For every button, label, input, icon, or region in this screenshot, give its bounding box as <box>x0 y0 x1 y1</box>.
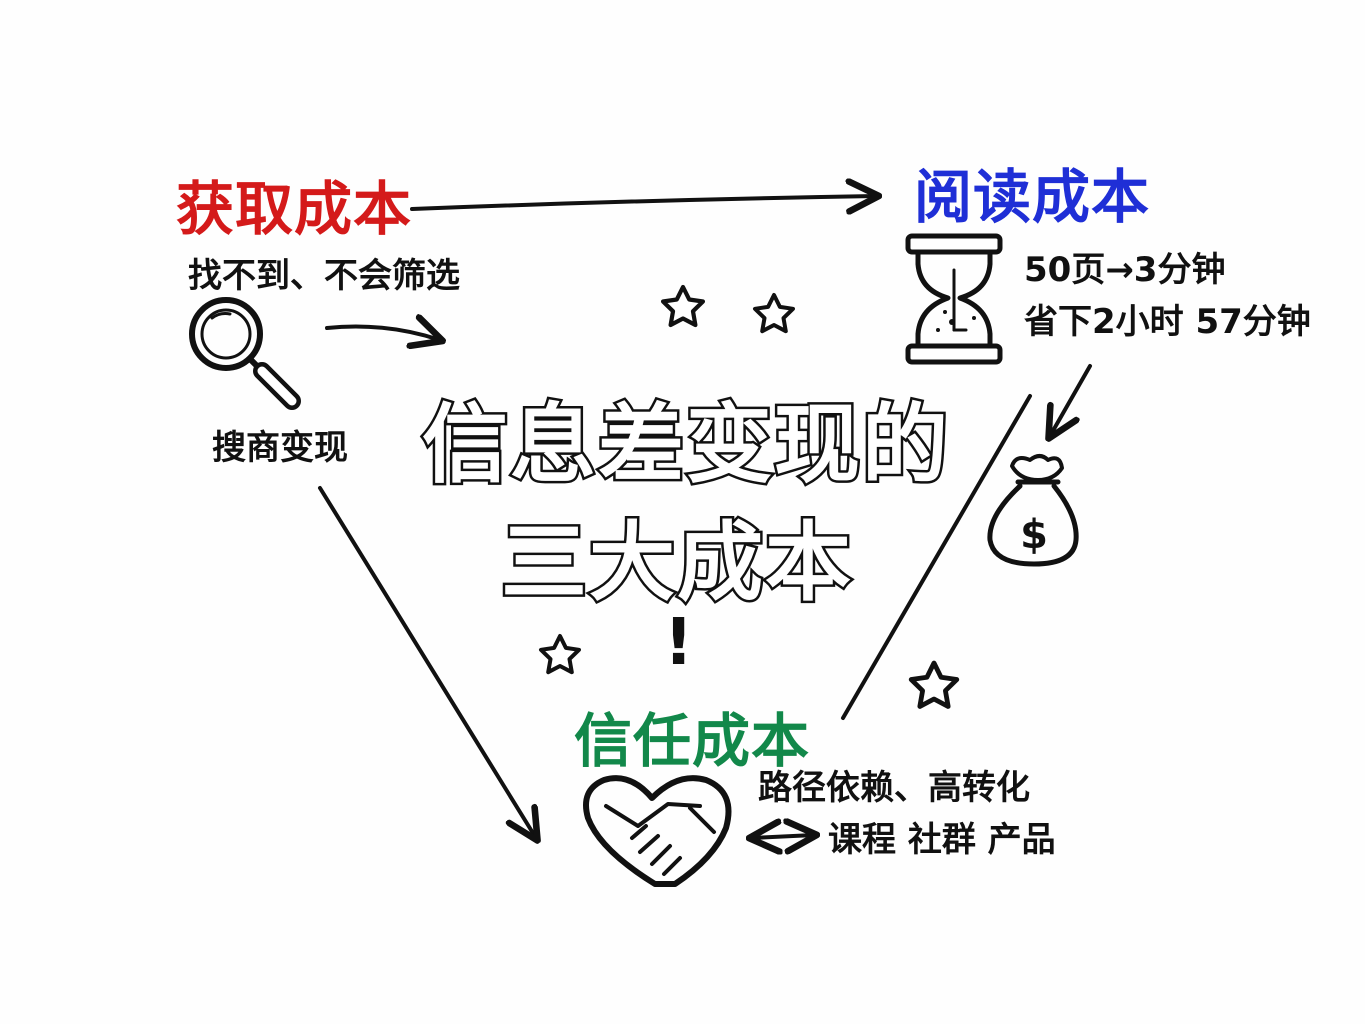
arrow-magnifier-to-center <box>325 327 440 341</box>
heading-trust-cost: 信任成本 <box>574 707 811 775</box>
hourglass-icon <box>905 233 1003 365</box>
money-bag-icon: $ <box>987 454 1079 567</box>
note-trust-conversion: 路径依赖、高转化 <box>758 768 1030 808</box>
star-icon <box>539 634 581 675</box>
double-arrow-trust-products <box>752 835 814 838</box>
svg-text:$: $ <box>1020 512 1048 558</box>
center-exclamation: ! <box>664 606 694 680</box>
center-title-line2: 三大成本 <box>499 511 854 616</box>
line-reading-to-trust <box>841 394 1032 720</box>
center-title-line1: 信息差变现的 <box>420 393 951 498</box>
heading-reading-cost: 阅读成本 <box>914 163 1151 231</box>
handshake-heart-icon <box>583 775 732 887</box>
heading-acquisition-cost: 获取成本 <box>176 175 413 243</box>
note-acquisition-problem: 找不到、不会筛选 <box>188 256 460 296</box>
magnifier-icon <box>189 297 301 410</box>
star-icon <box>911 663 957 706</box>
arrow-acquisition-to-reading <box>410 196 876 209</box>
note-reading-pages: 50页→3分钟 <box>1024 250 1226 290</box>
note-reading-saved-time: 省下2小时 57分钟 <box>1024 302 1311 342</box>
star-icon <box>663 287 703 325</box>
arrow-acquisition-to-trust <box>318 486 536 838</box>
note-trust-products: 课程 社群 产品 <box>828 820 1056 860</box>
arrow-hourglass-to-moneybag <box>1050 364 1092 436</box>
star-icon <box>753 293 795 334</box>
note-search-monetization: 搜商变现 <box>212 428 348 468</box>
